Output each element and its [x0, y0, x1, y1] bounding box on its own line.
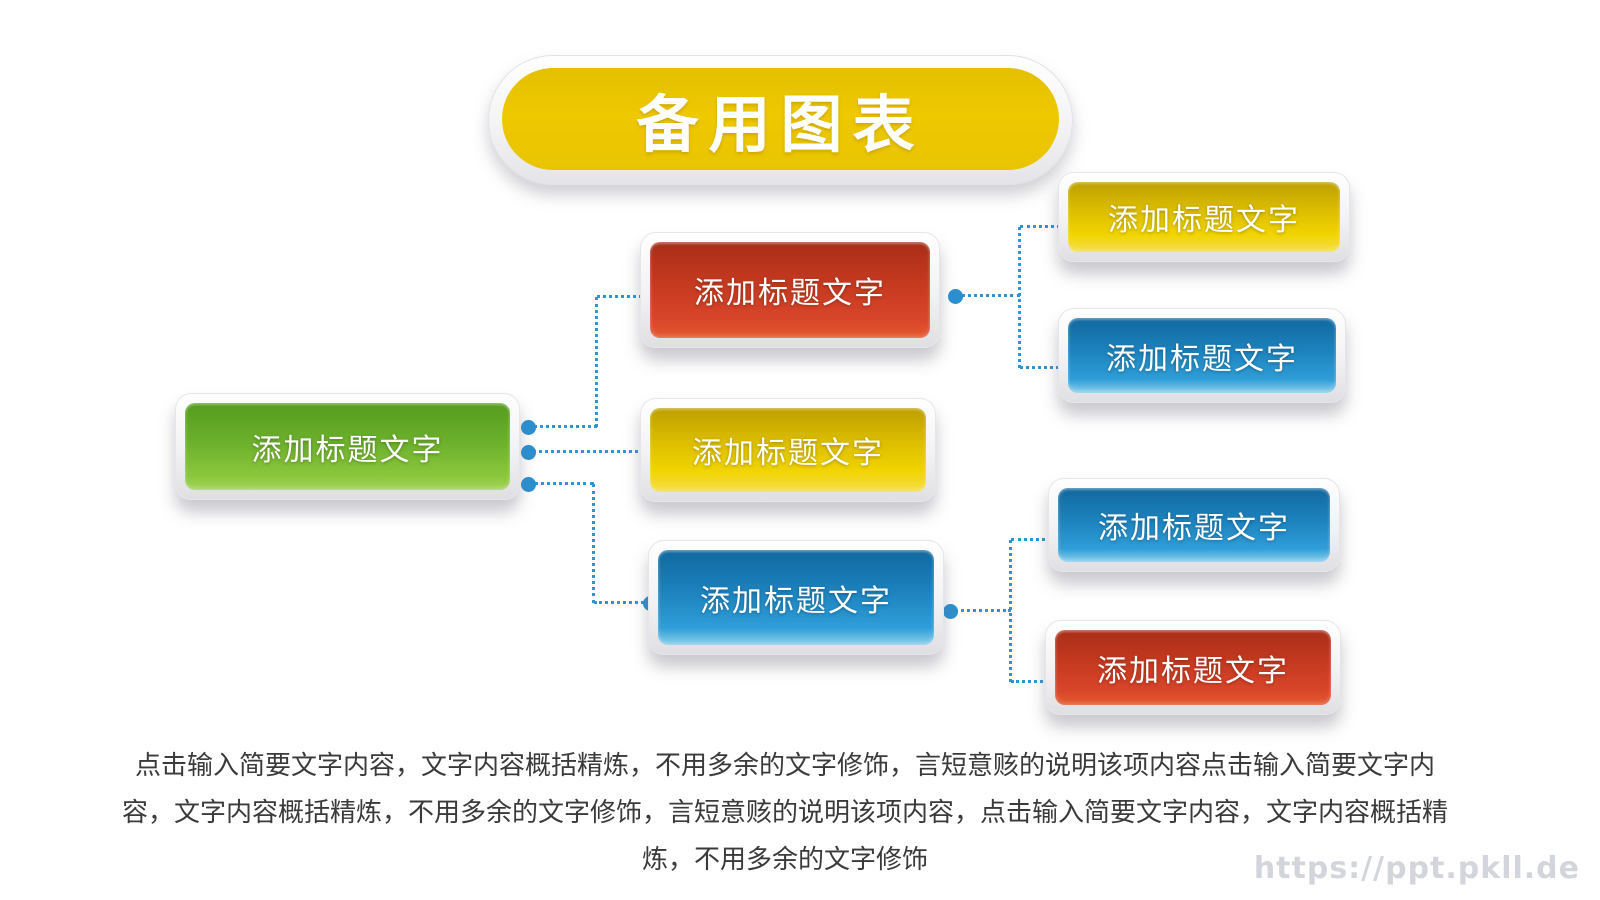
- description-text: 点击输入简要文字内容，文字内容概括精炼，不用多余的文字修饰，言短意赅的说明该项内…: [121, 750, 1448, 874]
- node-root-label: 添加标题文字: [185, 403, 510, 490]
- watermark-url: https://ppt.pkll.de: [1253, 851, 1580, 886]
- node-level3-yellow-label: 添加标题文字: [1068, 182, 1340, 252]
- node-level3-red-label: 添加标题文字: [1055, 630, 1331, 705]
- connector-line: [1020, 366, 1083, 369]
- title-pill-inner: 备用图表: [502, 68, 1059, 170]
- node-level2-red: 添加标题文字: [640, 232, 940, 348]
- node-level2-yellow-label: 添加标题文字: [650, 408, 926, 492]
- connector-line: [528, 450, 655, 453]
- node-level2-blue-label: 添加标题文字: [658, 550, 934, 645]
- connector-line: [528, 425, 597, 428]
- connector-line: [528, 482, 594, 485]
- connector-dot: [948, 289, 963, 304]
- connector-dot: [521, 420, 536, 435]
- connector-dot: [521, 477, 536, 492]
- connector-line: [597, 295, 660, 298]
- connector-line: [1011, 538, 1075, 541]
- title-pill: 备用图表: [488, 55, 1073, 185]
- connector-line: [595, 297, 598, 427]
- connector-dot: [521, 445, 536, 460]
- connector-line: [1011, 680, 1078, 683]
- node-root: 添加标题文字: [175, 393, 520, 500]
- node-level3-blue-1-label: 添加标题文字: [1068, 318, 1336, 393]
- node-level2-yellow: 添加标题文字: [640, 398, 936, 502]
- node-level2-blue: 添加标题文字: [648, 540, 944, 655]
- connector-line: [950, 609, 1011, 612]
- node-level3-blue-2-label: 添加标题文字: [1058, 488, 1330, 562]
- node-level3-red: 添加标题文字: [1045, 620, 1341, 715]
- node-level3-blue-2: 添加标题文字: [1048, 478, 1340, 572]
- connector-line: [955, 294, 1020, 297]
- connector-line: [1020, 225, 1085, 228]
- node-level2-red-label: 添加标题文字: [650, 242, 930, 338]
- connector-dot: [943, 604, 958, 619]
- connector-line: [1009, 540, 1012, 682]
- node-level3-yellow: 添加标题文字: [1058, 172, 1350, 262]
- connector-line: [1018, 227, 1021, 368]
- connector-line: [592, 484, 595, 603]
- page-title: 备用图表: [636, 91, 925, 160]
- connector-line: [594, 601, 650, 604]
- node-level3-blue-1: 添加标题文字: [1058, 308, 1346, 403]
